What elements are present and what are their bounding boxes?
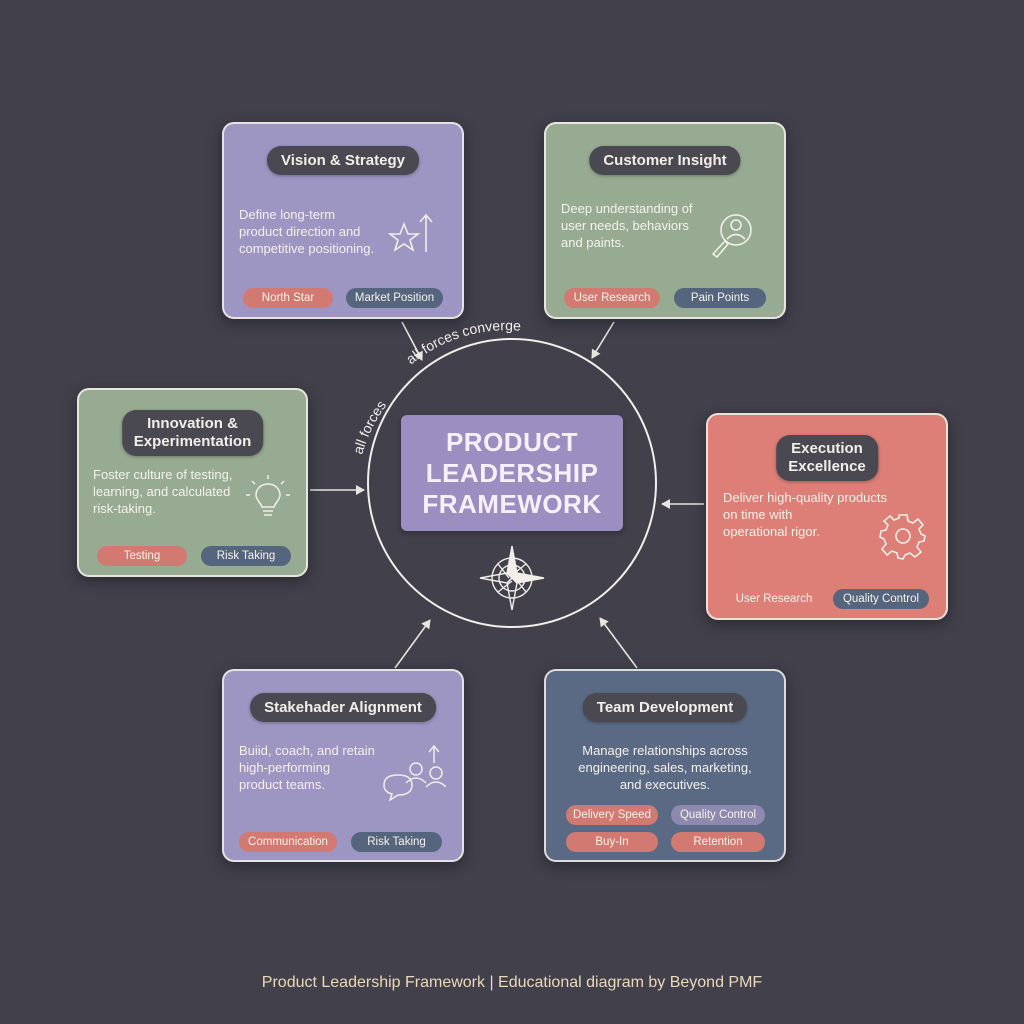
compass-icon [479, 545, 545, 611]
card-customer-insight: Customer Insight Deep understanding of u… [544, 122, 786, 319]
card-title: Customer Insight [589, 146, 741, 175]
card-description: Deliver high-quality products on time wi… [723, 490, 888, 539]
card-vision-strategy: Vision & Strategy Define long-term produ… [222, 122, 464, 319]
tag-user-research: User Research [735, 593, 813, 605]
arc-label-left: all forces [350, 397, 390, 456]
tag-risk-taking: Risk Taking [201, 546, 291, 566]
card-title: Vision & Strategy [267, 146, 419, 175]
arrow-customer [591, 321, 615, 359]
user-search-icon [711, 214, 752, 259]
arrow-stakeholder [394, 619, 431, 669]
footer-caption: Product Leadership Framework | Education… [261, 974, 763, 991]
tag-quality-control: Quality Control [671, 805, 765, 825]
tag-pain-points: Pain Points [674, 288, 766, 308]
tag-quality-control: Quality Control [833, 589, 929, 609]
card-title: Team Development [582, 693, 748, 722]
tag-retention: Retention [671, 832, 765, 852]
star-arrow-icon [388, 213, 433, 252]
tag-risk-taking: Risk Taking [351, 832, 442, 852]
arrow-team [599, 617, 638, 669]
tag-delivery-speed: Delivery Speed [566, 805, 658, 825]
card-stakeholder-alignment: Stakehader Alignment Buiid, coach, and r… [222, 669, 464, 862]
card-description: Buiid, coach, and retain high-performing… [239, 743, 375, 792]
card-description: Define long-term product direction and c… [239, 207, 375, 256]
center-title-line-3: FRAMEWORK [422, 488, 602, 519]
center-title-line-1: PRODUCT [445, 426, 579, 457]
tag-north-star: North Star [243, 288, 333, 308]
center-title: PRODUCT LEADERSHIP FRAMEWORK [401, 415, 623, 531]
card-title: Stakehader Alignment [250, 693, 436, 722]
card-title: Innovation & Experimentation [121, 410, 264, 456]
arc-label-top: all forces converge [403, 317, 522, 367]
card-innovation-experimentation: Innovation & Experimentation Foster cult… [77, 388, 308, 577]
tag-testing: Testing [97, 546, 187, 566]
tag-user-research: User Research [564, 288, 660, 308]
tag-market-position: Market Position [346, 288, 443, 308]
arrow-vision [401, 321, 423, 361]
tag-communication: Communication [239, 832, 337, 852]
card-execution-excellence: Execution Excellence Deliver high-qualit… [706, 413, 948, 620]
convergence-circle [367, 338, 657, 628]
card-team-development: Team Development Manage relationships ac… [544, 669, 786, 862]
tag-buy-in: Buy-In [566, 832, 658, 852]
card-title: Execution Excellence [776, 435, 878, 481]
card-description: Deep understanding of user needs, behavi… [561, 201, 693, 250]
gear-icon [879, 514, 926, 560]
people-chat-icon [383, 745, 446, 802]
lightbulb-icon [246, 475, 290, 516]
center-title-line-2: LEADERSHIP [425, 457, 599, 488]
card-description: Foster culture of testing, learning, and… [93, 467, 233, 516]
card-description: Manage relationships across engineering,… [578, 743, 752, 792]
